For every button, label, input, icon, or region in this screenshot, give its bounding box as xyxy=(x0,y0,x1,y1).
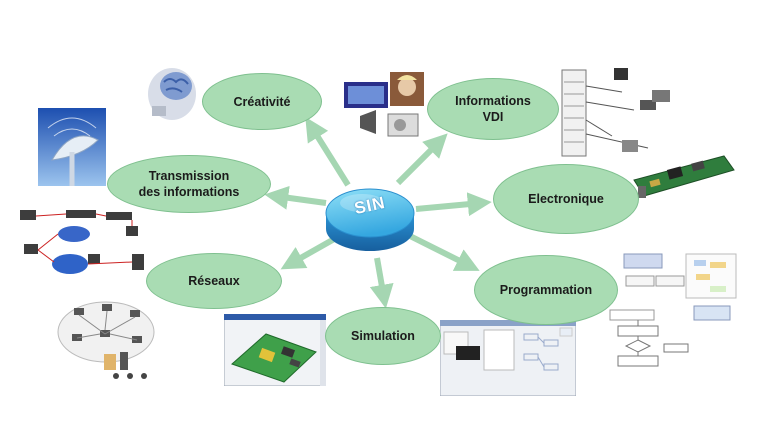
vdi-rack-wiring-image xyxy=(552,62,676,162)
electronic-board-image xyxy=(628,150,738,202)
software-window-image xyxy=(440,320,576,396)
videoconference-image xyxy=(340,70,428,142)
topic-informations-vdi: Informations VDI xyxy=(427,78,559,140)
topic-electronique: Electronique xyxy=(493,164,639,234)
topic-electronique-label: Electronique xyxy=(528,192,604,206)
topic-reseaux-label: Réseaux xyxy=(188,274,240,288)
topic-transmission: Transmission des informations xyxy=(107,155,271,213)
topic-informations-vdi-label: Informations VDI xyxy=(455,94,531,124)
brain-head-image xyxy=(138,62,208,122)
topic-simulation-label: Simulation xyxy=(351,329,415,343)
flowchart-image xyxy=(600,248,744,374)
pcb-simulation-image xyxy=(224,314,326,386)
network-wan-diagram-image xyxy=(14,204,152,282)
arrow-electronique xyxy=(415,192,492,217)
topic-reseaux: Réseaux xyxy=(146,253,282,309)
topic-programmation-label: Programmation xyxy=(499,283,593,297)
topic-transmission-label: Transmission des informations xyxy=(138,169,240,199)
network-topology-image xyxy=(54,294,160,382)
arrow-simulation xyxy=(369,257,394,309)
arrow-reseaux xyxy=(280,235,338,270)
topic-simulation: Simulation xyxy=(325,307,441,365)
satellite-dish-image xyxy=(38,108,106,186)
center-sin-node: SIN xyxy=(322,183,418,257)
arrow-informations-vdi xyxy=(395,133,448,186)
arrow-creativite xyxy=(305,116,351,187)
topic-creativite-label: Créativité xyxy=(233,94,291,109)
arrow-programmation xyxy=(402,230,480,271)
arrow-transmission xyxy=(264,185,327,210)
topic-creativite: Créativité xyxy=(202,73,322,130)
topic-programmation: Programmation xyxy=(474,255,618,325)
